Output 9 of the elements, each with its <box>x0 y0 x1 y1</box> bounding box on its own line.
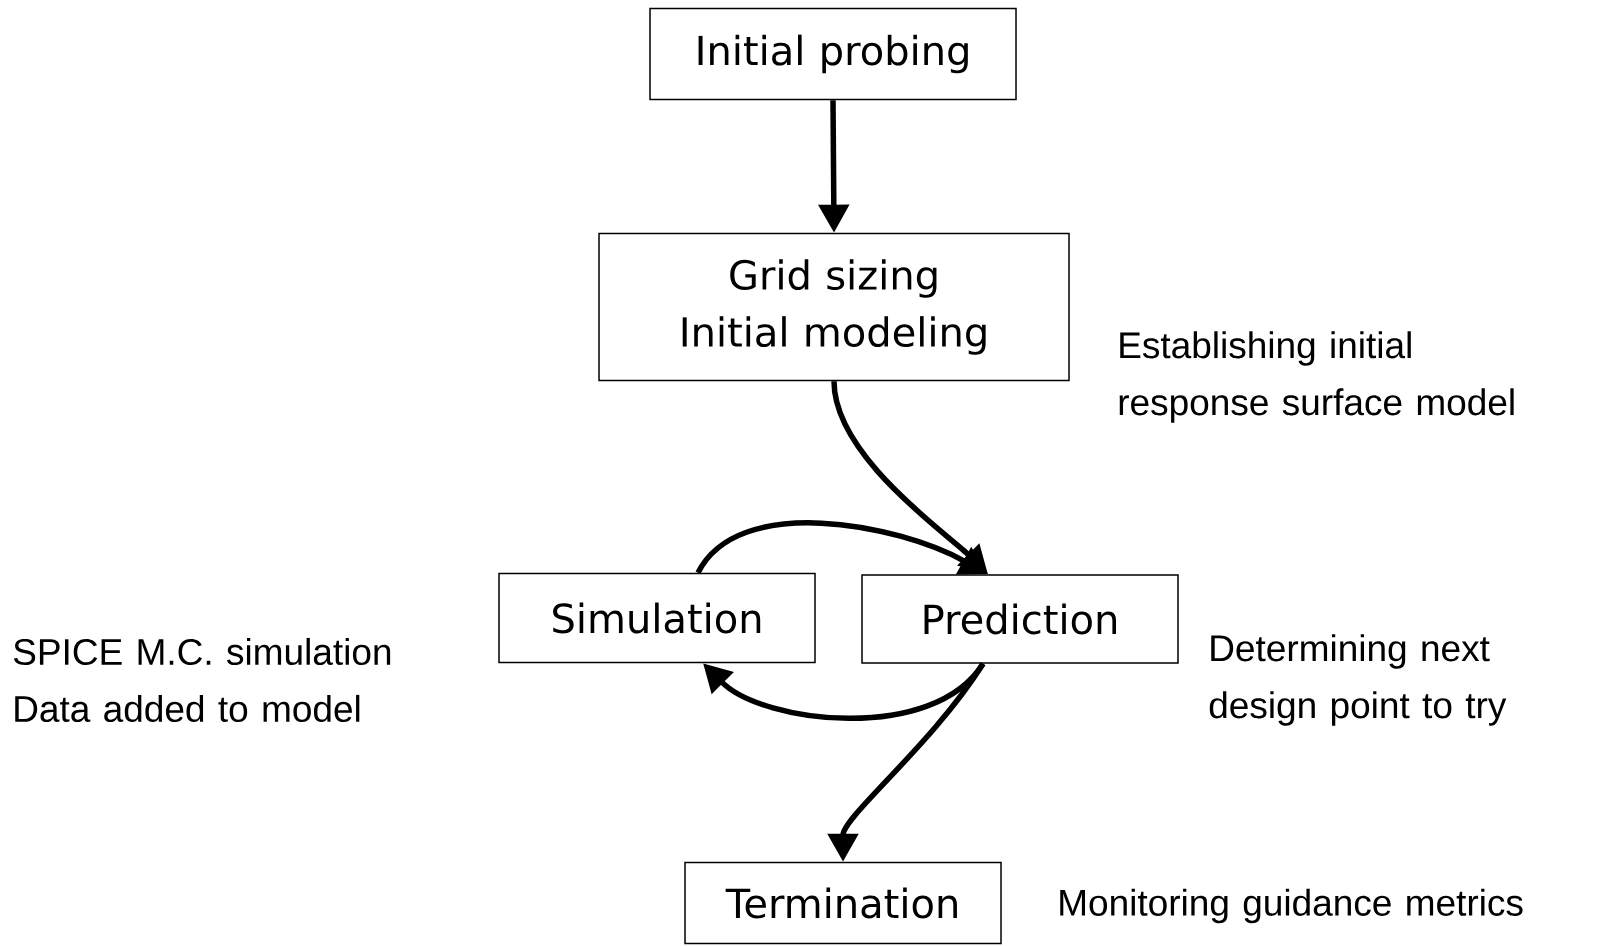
side-note: Monitoring guidance metrics <box>1060 888 1523 924</box>
process-box: Simulation <box>498 572 816 664</box>
side-note: SPICE M.C. simulation Data added to model <box>13 637 391 723</box>
process-box: Initial probing <box>649 7 1017 101</box>
side-note: Establishing initial response surface model <box>1119 331 1514 423</box>
process-box: Termination <box>684 861 1002 945</box>
side-note: Determining next design point to try <box>1209 634 1507 726</box>
process-box: Prediction <box>861 574 1179 664</box>
process-box: Grid sizing Initial modeling <box>598 232 1070 382</box>
